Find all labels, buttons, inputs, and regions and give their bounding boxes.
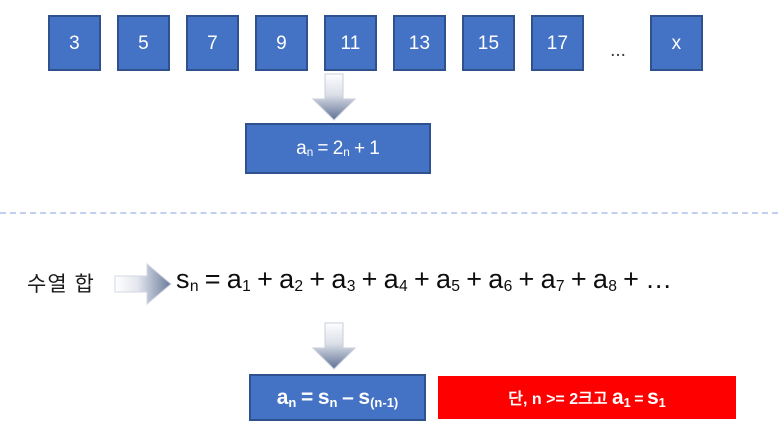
sum-term: a2 [279, 264, 304, 296]
arrow-right-icon [114, 262, 172, 306]
sequence-term-box-variable[interactable]: x [650, 15, 703, 71]
sum-formula: sn=a1+a2+a3+a4+a5+a6+a7+a8+… [176, 264, 673, 296]
condition-text: 단, n >= 2크고 a1=s1 [508, 386, 666, 411]
sequence-term-row: 3 5 7 9 11 13 15 17 ... x [48, 15, 719, 71]
sequence-term-label: 11 [340, 32, 361, 54]
sequence-term-box[interactable]: 11 [324, 15, 377, 71]
sum-term: a5 [435, 264, 461, 296]
sequence-term-box[interactable]: 7 [186, 15, 239, 71]
condition-alert-box[interactable]: 단, n >= 2크고 a1=s1 [438, 376, 736, 419]
sequence-term-label: 15 [477, 32, 500, 54]
sum-formula-equals: = [204, 264, 221, 294]
sum-term: a8 [592, 264, 618, 296]
recurrence-formula-box[interactable]: an=sn–s(n-1) [249, 374, 426, 421]
sequence-term-box[interactable]: 3 [48, 15, 101, 71]
sum-term: a4 [383, 264, 409, 296]
sum-section-label: 수열 합 [27, 273, 95, 296]
sequence-term-box[interactable]: 15 [462, 15, 515, 71]
sequence-term-label: 9 [276, 32, 287, 54]
arrow-down-icon [312, 73, 356, 121]
general-term-formula: an=2n+1 [296, 137, 380, 160]
sum-term: a6 [488, 264, 513, 296]
general-term-formula-box[interactable]: an=2n+1 [245, 123, 431, 174]
sequence-term-label: 5 [138, 32, 149, 54]
recurrence-formula: an=sn–s(n-1) [276, 385, 399, 410]
sum-term: a7 [540, 264, 565, 296]
sequence-term-box[interactable]: 17 [531, 15, 584, 71]
sequence-term-box[interactable]: 9 [255, 15, 308, 71]
sum-term: a3 [331, 264, 356, 296]
sequence-ellipsis: ... [610, 40, 626, 61]
sum-term: a1 [226, 264, 252, 296]
arrow-down-icon [312, 322, 356, 370]
sequence-term-label: 3 [69, 32, 80, 54]
sequence-term-box[interactable]: 5 [117, 15, 170, 71]
sequence-term-label: 13 [408, 32, 431, 54]
sequence-term-label: 7 [207, 32, 218, 54]
sequence-term-label: x [671, 32, 682, 54]
sequence-term-label: 17 [546, 32, 569, 54]
section-divider [0, 212, 778, 214]
sum-formula-lhs: sn [176, 264, 199, 296]
sum-formula-trailing: … [645, 264, 673, 294]
sequence-term-box[interactable]: 13 [393, 15, 446, 71]
